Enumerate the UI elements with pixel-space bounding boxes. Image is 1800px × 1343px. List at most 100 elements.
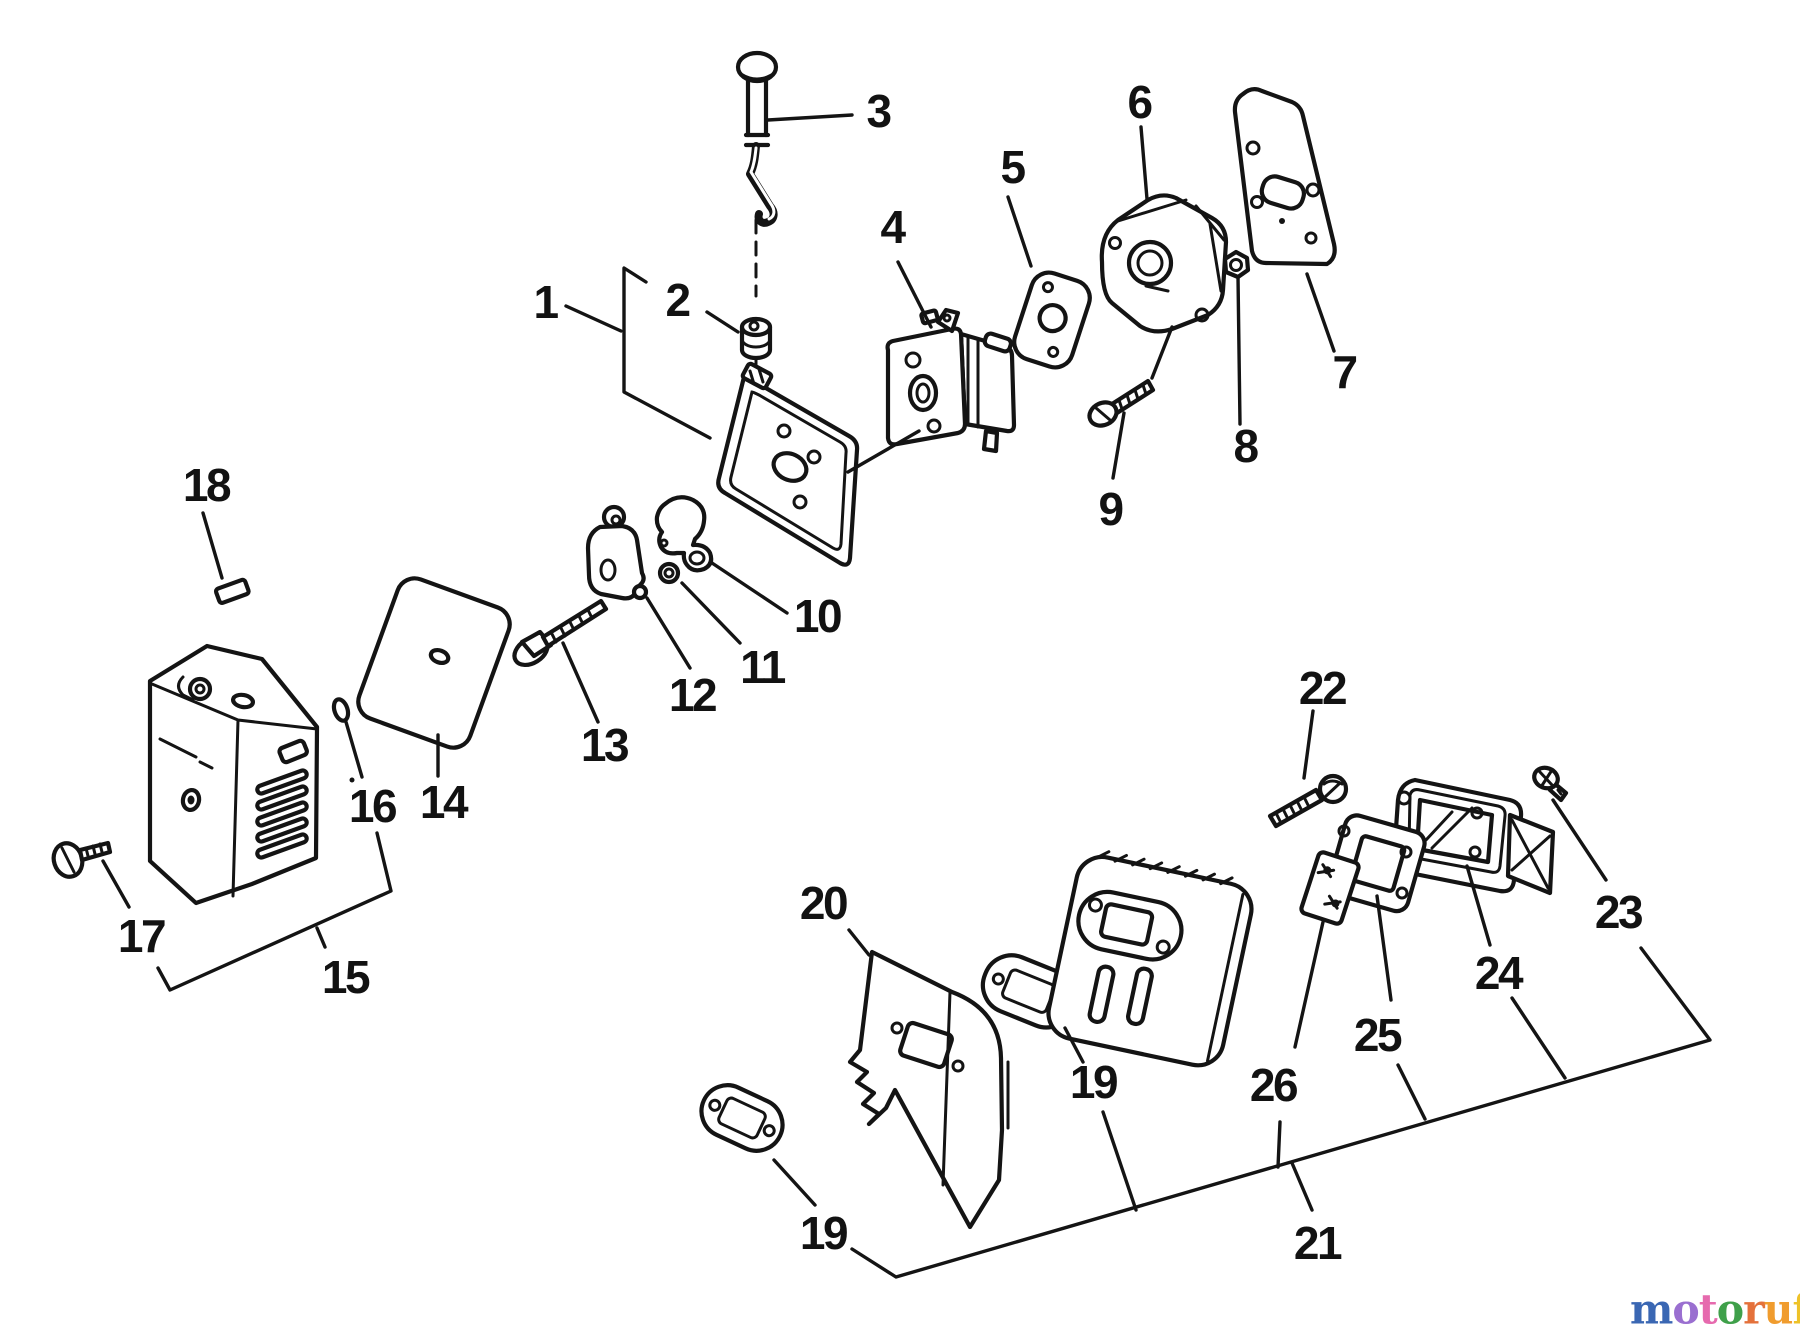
assembly-group-bracket: [850, 946, 1712, 1279]
part-manifold-gasket-plate-icon: [1232, 86, 1337, 267]
callout-label-11: 11: [740, 641, 786, 693]
callout-label-21: 21: [1294, 1217, 1342, 1269]
callout-label-24: 24: [1475, 947, 1524, 999]
leader-line-17-0: [101, 859, 131, 909]
callout-label-17: 17: [118, 910, 165, 962]
leader-line-4-0: [896, 260, 933, 329]
part-carb-gasket-icon: [1012, 270, 1092, 370]
leader-line-19-0: [772, 1158, 817, 1207]
callout-label-14: 14: [420, 776, 469, 828]
leader-line-23-0: [1551, 798, 1608, 882]
part-choke-plate-icon: [585, 504, 649, 601]
callout-label-8: 8: [1233, 420, 1258, 472]
leader-line-18-0: [201, 511, 224, 580]
logo-letter: o: [1672, 1285, 1699, 1334]
leader-line-7-0: [1305, 272, 1336, 353]
leader-line-5-0: [1006, 195, 1033, 268]
part-screw-icon: [1267, 773, 1349, 829]
callout-label-16: 16: [349, 780, 396, 832]
logo-letter: f: [1792, 1286, 1800, 1334]
leader-line-8-0: [1236, 275, 1242, 426]
part-outlet-cover-icon: [1391, 777, 1556, 896]
leader-line-9-0: [1111, 411, 1126, 480]
callout-label-3: 3: [866, 85, 890, 137]
leader-line-16-0: [344, 720, 364, 779]
logo-letter: t: [1698, 1285, 1718, 1334]
alignment-lines: [846, 325, 1174, 474]
leader-line-25-1: [1396, 1063, 1427, 1121]
leader-line-26-0: [1293, 920, 1325, 1049]
part-screw-icon: [51, 840, 113, 879]
alignment-line-0: [846, 429, 921, 474]
part-exhaust-gasket-icon: [699, 1083, 785, 1153]
part-washer-icon: [657, 561, 681, 585]
callout-label-2: 2: [665, 274, 689, 326]
logo-letter: u: [1763, 1285, 1794, 1334]
leader-line-19-0: [1063, 1026, 1085, 1064]
leader-line-10-0: [710, 561, 789, 615]
leader-line-22-0: [1302, 709, 1315, 780]
callout-label-18: 18: [183, 459, 231, 511]
callout-label-10: 10: [794, 590, 841, 642]
logo-letter: o: [1716, 1285, 1744, 1334]
alignment-line-1: [1150, 325, 1174, 380]
bracket-line-15: [156, 831, 393, 992]
logo-letter: m: [1630, 1285, 1673, 1334]
ink-dot: [349, 777, 355, 783]
part-choke-gasket-icon: [654, 495, 714, 573]
leader-line-2-0: [705, 310, 740, 334]
leader-line-1-0: [564, 304, 623, 333]
part-heat-shield-icon: [847, 949, 1010, 1230]
motoruf-logo-text: motoruf: [1630, 1286, 1800, 1334]
part-carburetor-icon: [885, 307, 1017, 454]
leader-line-20-0: [847, 928, 871, 957]
part-air-filter-housing-icon: [716, 361, 860, 567]
part-bolt-icon: [1087, 378, 1156, 428]
part-muffler-icon: [1046, 850, 1254, 1068]
part-air-cleaner-cover-icon: [147, 643, 320, 906]
part-grommet-icon: [739, 316, 773, 376]
leader-line-3-0: [766, 113, 854, 122]
callout-label-25: 25: [1354, 1009, 1402, 1061]
leader-line-15-0: [315, 926, 327, 949]
part-nut-icon: [1222, 249, 1251, 280]
callout-label-22: 22: [1299, 662, 1346, 714]
part-screw-icon: [1532, 765, 1569, 803]
callout-label-5: 5: [1000, 141, 1025, 193]
callout-label-13: 13: [581, 719, 628, 771]
callout-label-7: 7: [1332, 346, 1356, 398]
part-seal-icon: [331, 697, 351, 723]
motoruf-watermark[interactable]: motoruf´.de: [1630, 1280, 1800, 1336]
leader-line-24-1: [1510, 996, 1567, 1080]
logo-letter: r: [1743, 1285, 1765, 1334]
part-air-filter-element-icon: [356, 576, 512, 750]
leader-line-25-0: [1375, 894, 1393, 1002]
leader-line-6-0: [1139, 125, 1149, 201]
callout-label-1: 1: [533, 276, 558, 328]
callout-label-12: 12: [669, 669, 716, 721]
part-spark-arrester-screen-icon: [1299, 850, 1361, 926]
callout-label-19-19: 19: [800, 1207, 847, 1259]
callout-label-15: 15: [322, 951, 370, 1003]
callout-label-4: 4: [880, 201, 906, 253]
leader-line-26-1: [1276, 1120, 1282, 1169]
leader-line-21-0: [1290, 1161, 1314, 1212]
part-bolt-icon: [512, 598, 609, 668]
callout-label-20: 20: [800, 877, 847, 929]
leader-line-13-0: [561, 641, 600, 724]
leader-line-12-0: [645, 596, 692, 670]
bracket-line-1: [622, 266, 712, 440]
part-choke-rod-icon: [735, 50, 779, 298]
leader-line-24-0: [1465, 864, 1492, 947]
part-clip-icon: [213, 577, 251, 605]
part-intake-manifold-icon: [1099, 193, 1229, 334]
callout-label-6: 6: [1127, 76, 1151, 128]
callout-label-23: 23: [1595, 886, 1642, 938]
parts-artwork: [51, 50, 1569, 1230]
callout-label-9: 9: [1098, 483, 1122, 535]
leader-line-11-0: [680, 581, 742, 645]
callout-label-19-18: 19: [1070, 1056, 1117, 1108]
